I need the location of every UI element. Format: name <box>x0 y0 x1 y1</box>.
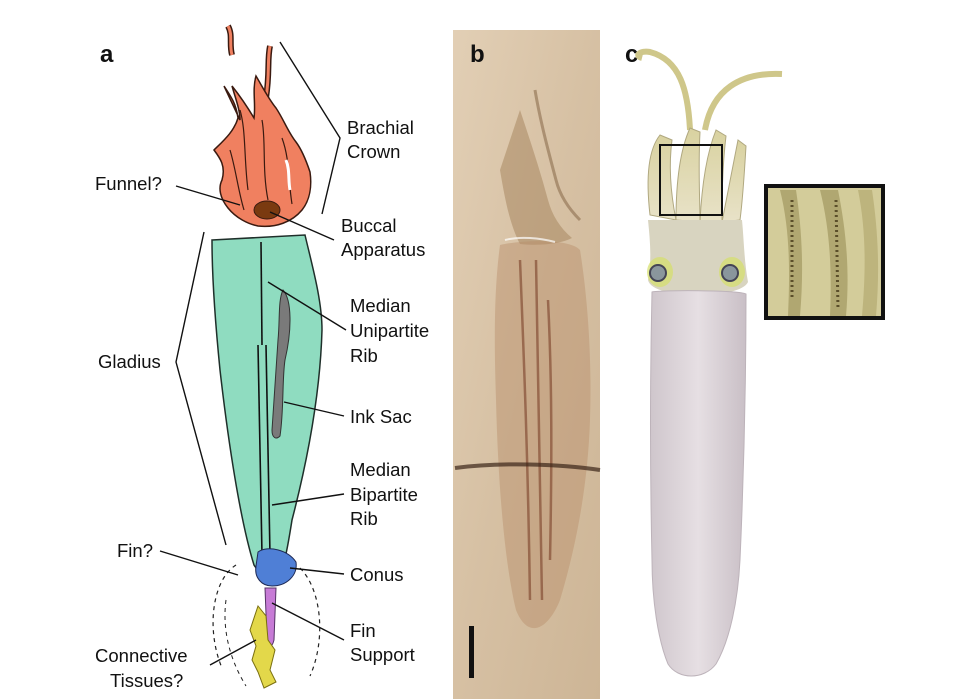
fossil-crown <box>500 110 572 245</box>
squid-tentacle-right <box>702 70 783 131</box>
crown-highlight <box>284 159 292 191</box>
gladius-bracket <box>175 231 227 546</box>
fin-outline-inner <box>224 599 247 687</box>
label-fin: Fin? <box>117 540 153 561</box>
label-buccal-1: Buccal <box>341 215 397 236</box>
connective-leader <box>209 639 257 666</box>
label-funnel: Funnel? <box>95 173 162 194</box>
brachial-crown-bracket <box>279 41 341 215</box>
squid-tentacle-left <box>635 48 693 131</box>
buccal-apparatus-shape <box>253 200 281 220</box>
median-unipartite-rib-line <box>260 241 263 346</box>
inset-suckers <box>834 199 840 311</box>
funnel-leader <box>175 185 241 206</box>
fin-leader <box>159 550 239 576</box>
fossil-highlight <box>504 236 556 243</box>
inset-arm <box>858 190 879 316</box>
brachial-crown-shape <box>213 74 312 228</box>
crown-arm-lines <box>229 109 293 211</box>
squid-arm <box>721 139 747 223</box>
squid-mantle <box>650 290 747 677</box>
bipartite-leader <box>271 493 345 506</box>
buccal-leader <box>269 211 335 241</box>
unipartite-leader <box>267 281 347 331</box>
fossil-arm <box>533 89 582 222</box>
panel-label-c: c <box>625 41 638 68</box>
label-fin-support-1: Fin <box>350 620 376 641</box>
inset-arm <box>820 190 848 316</box>
panel-c: c <box>625 41 885 677</box>
median-bipartite-rib-right <box>265 344 271 556</box>
inset <box>764 184 885 320</box>
ink-sac-shape <box>271 289 291 439</box>
fossil-crack <box>454 462 601 472</box>
panel-label-b: b <box>470 41 485 68</box>
label-bipartite-1: Median <box>350 459 411 480</box>
panel-b: b <box>453 30 601 699</box>
label-gladius: Gladius <box>98 351 161 372</box>
conus-leader <box>289 567 345 575</box>
panel-label-a: a <box>100 41 114 68</box>
label-fin-support-2: Support <box>350 644 415 665</box>
connective-tissues-shape <box>249 604 277 689</box>
squid-arm <box>675 127 701 223</box>
fin-outline <box>212 564 321 677</box>
fin-support-leader <box>271 602 345 641</box>
label-unipartite-1: Median <box>350 295 411 316</box>
ink-sac-leader <box>283 401 345 417</box>
label-connective-1: Connective <box>95 645 188 666</box>
label-bipartite-3: Rib <box>350 508 378 529</box>
inset-arm <box>780 190 803 316</box>
median-bipartite-rib-left <box>257 344 263 556</box>
label-conus: Conus <box>350 564 403 585</box>
label-bipartite-2: Bipartite <box>350 484 418 505</box>
label-unipartite-2: Unipartite <box>350 320 429 341</box>
label-unipartite-3: Rib <box>350 345 378 366</box>
zoom-box <box>659 144 723 216</box>
label-brachial-crown-2: Crown <box>347 141 400 162</box>
tentacle-fragment-fill <box>264 45 272 99</box>
label-connective-2: Tissues? <box>110 670 183 691</box>
label-ink-sac: Ink Sac <box>350 406 412 427</box>
fossil-ribs <box>518 259 553 601</box>
label-buccal-2: Apparatus <box>341 239 425 260</box>
squid-eye-left <box>649 264 667 282</box>
squid-arm <box>647 134 677 221</box>
panel-a: a <box>95 24 429 691</box>
scale-bar <box>469 626 474 678</box>
inset-frame <box>764 184 885 320</box>
label-brachial-crown-1: Brachial <box>347 117 414 138</box>
squid-eye-right <box>721 264 739 282</box>
tentacle-fragment-fill <box>226 25 234 56</box>
fossil-body <box>494 241 591 629</box>
conus-shape <box>255 548 297 587</box>
